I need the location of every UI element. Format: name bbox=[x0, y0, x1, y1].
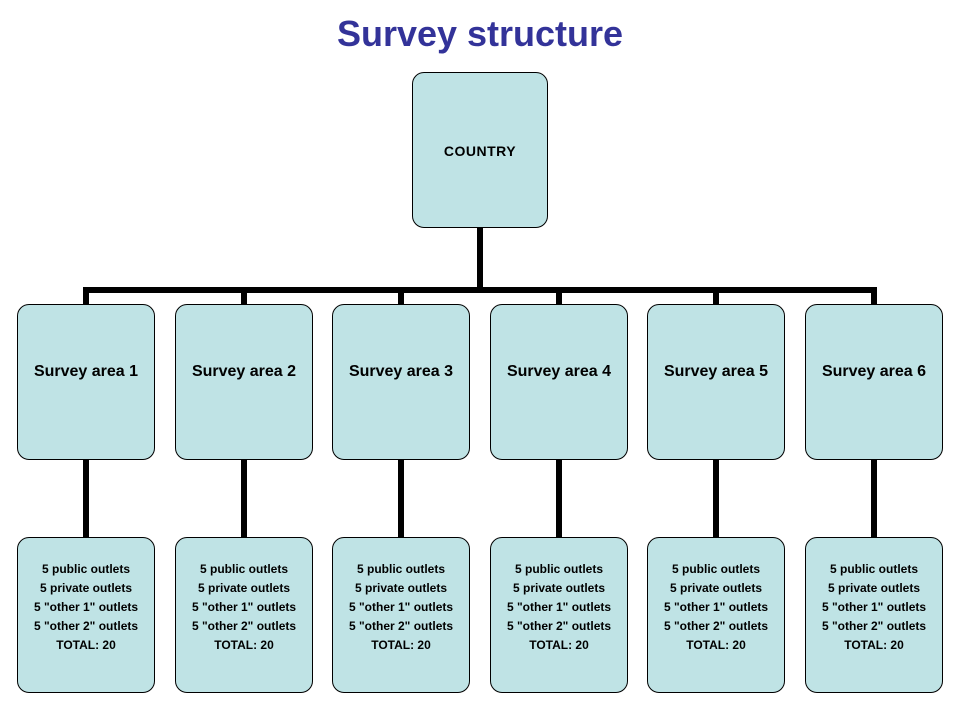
outlet-list: 5 public outlets 5 private outlets 5 "ot… bbox=[176, 560, 312, 655]
survey-area-1-outlets-node: 5 public outlets 5 private outlets 5 "ot… bbox=[17, 537, 155, 693]
other-2-outlets-text: 5 "other 2" outlets bbox=[821, 619, 927, 633]
page-title: Survey structure bbox=[336, 13, 624, 54]
survey-area-6-outlets-node: 5 public outlets 5 private outlets 5 "ot… bbox=[805, 537, 943, 693]
survey-area-3-node: Survey area 3 bbox=[332, 304, 470, 460]
public-outlets-text: 5 public outlets bbox=[671, 562, 760, 576]
private-outlets-text: 5 private outlets bbox=[669, 581, 763, 595]
other-1-outlets-text: 5 "other 1" outlets bbox=[506, 600, 612, 614]
survey-area-label: Survey area 1 bbox=[33, 363, 139, 380]
private-outlets-text: 5 private outlets bbox=[39, 581, 133, 595]
total-outlets-text: TOTAL: 20 bbox=[686, 638, 746, 652]
total-outlets-text: TOTAL: 20 bbox=[844, 638, 904, 652]
total-outlets-text: TOTAL: 20 bbox=[529, 638, 589, 652]
other-2-outlets-text: 5 "other 2" outlets bbox=[348, 619, 454, 633]
other-1-outlets-text: 5 "other 1" outlets bbox=[33, 600, 139, 614]
other-1-outlets-text: 5 "other 1" outlets bbox=[821, 600, 927, 614]
other-1-outlets-text: 5 "other 1" outlets bbox=[191, 600, 297, 614]
public-outlets-text: 5 public outlets bbox=[829, 562, 918, 576]
other-2-outlets-text: 5 "other 2" outlets bbox=[663, 619, 769, 633]
survey-area-2-outlets-node: 5 public outlets 5 private outlets 5 "ot… bbox=[175, 537, 313, 693]
public-outlets-text: 5 public outlets bbox=[514, 562, 603, 576]
survey-area-4-node: Survey area 4 bbox=[490, 304, 628, 460]
outlet-list: 5 public outlets 5 private outlets 5 "ot… bbox=[491, 560, 627, 655]
survey-area-label: Survey area 4 bbox=[506, 363, 612, 380]
survey-area-5-node: Survey area 5 bbox=[647, 304, 785, 460]
survey-area-label: Survey area 3 bbox=[348, 363, 454, 380]
survey-area-label: Survey area 2 bbox=[191, 363, 297, 380]
private-outlets-text: 5 private outlets bbox=[354, 581, 448, 595]
private-outlets-text: 5 private outlets bbox=[197, 581, 291, 595]
survey-area-3-outlets-node: 5 public outlets 5 private outlets 5 "ot… bbox=[332, 537, 470, 693]
public-outlets-text: 5 public outlets bbox=[199, 562, 288, 576]
survey-area-6-node: Survey area 6 bbox=[805, 304, 943, 460]
survey-area-5-outlets-node: 5 public outlets 5 private outlets 5 "ot… bbox=[647, 537, 785, 693]
other-1-outlets-text: 5 "other 1" outlets bbox=[348, 600, 454, 614]
outlet-list: 5 public outlets 5 private outlets 5 "ot… bbox=[333, 560, 469, 655]
other-2-outlets-text: 5 "other 2" outlets bbox=[191, 619, 297, 633]
outlet-list: 5 public outlets 5 private outlets 5 "ot… bbox=[806, 560, 942, 655]
survey-area-2-node: Survey area 2 bbox=[175, 304, 313, 460]
country-node: COUNTRY bbox=[412, 72, 548, 228]
private-outlets-text: 5 private outlets bbox=[827, 581, 921, 595]
other-2-outlets-text: 5 "other 2" outlets bbox=[506, 619, 612, 633]
country-label: COUNTRY bbox=[443, 143, 517, 159]
outlet-list: 5 public outlets 5 private outlets 5 "ot… bbox=[18, 560, 154, 655]
survey-area-label: Survey area 5 bbox=[663, 363, 769, 380]
other-1-outlets-text: 5 "other 1" outlets bbox=[663, 600, 769, 614]
public-outlets-text: 5 public outlets bbox=[356, 562, 445, 576]
private-outlets-text: 5 private outlets bbox=[512, 581, 606, 595]
total-outlets-text: TOTAL: 20 bbox=[214, 638, 274, 652]
survey-area-1-node: Survey area 1 bbox=[17, 304, 155, 460]
total-outlets-text: TOTAL: 20 bbox=[371, 638, 431, 652]
survey-area-4-outlets-node: 5 public outlets 5 private outlets 5 "ot… bbox=[490, 537, 628, 693]
survey-area-label: Survey area 6 bbox=[821, 363, 927, 380]
outlet-list: 5 public outlets 5 private outlets 5 "ot… bbox=[648, 560, 784, 655]
other-2-outlets-text: 5 "other 2" outlets bbox=[33, 619, 139, 633]
public-outlets-text: 5 public outlets bbox=[41, 562, 130, 576]
total-outlets-text: TOTAL: 20 bbox=[56, 638, 116, 652]
